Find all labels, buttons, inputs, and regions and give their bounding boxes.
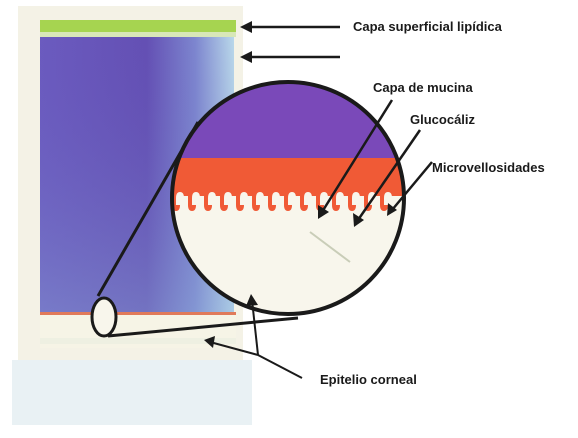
basal-line [40,312,236,315]
magnified-glycocalyx [160,158,420,196]
arrow-aqueous [240,51,340,63]
label-microvilli: Microvellosidades [432,160,545,175]
microvillus-gap [240,192,248,205]
microvillus-gap [176,192,184,205]
microvillus-gap [272,192,280,205]
label-glycocalyx: Glucocáliz [410,112,476,127]
microvillus-gap [352,192,360,205]
microvillus-gap [304,192,312,205]
microvillus-gap [208,192,216,205]
lipid-layer-band [40,20,236,32]
microvillus-gap [288,192,296,205]
lipid-layer-edge [40,32,236,37]
label-mucin-layer: Capa de mucina [373,80,473,95]
sample-cylinder-end [92,298,116,336]
label-lipid-layer: Capa superficial lipídica [353,19,503,34]
microvillus-gap [224,192,232,205]
microvillus-gap [192,192,200,205]
arrow-lipid [240,21,340,33]
microvillus-gap [256,192,264,205]
label-epithelium: Epitelio corneal [320,372,417,387]
panel-lower-wash [12,360,252,425]
microvillus-gap [336,192,344,205]
